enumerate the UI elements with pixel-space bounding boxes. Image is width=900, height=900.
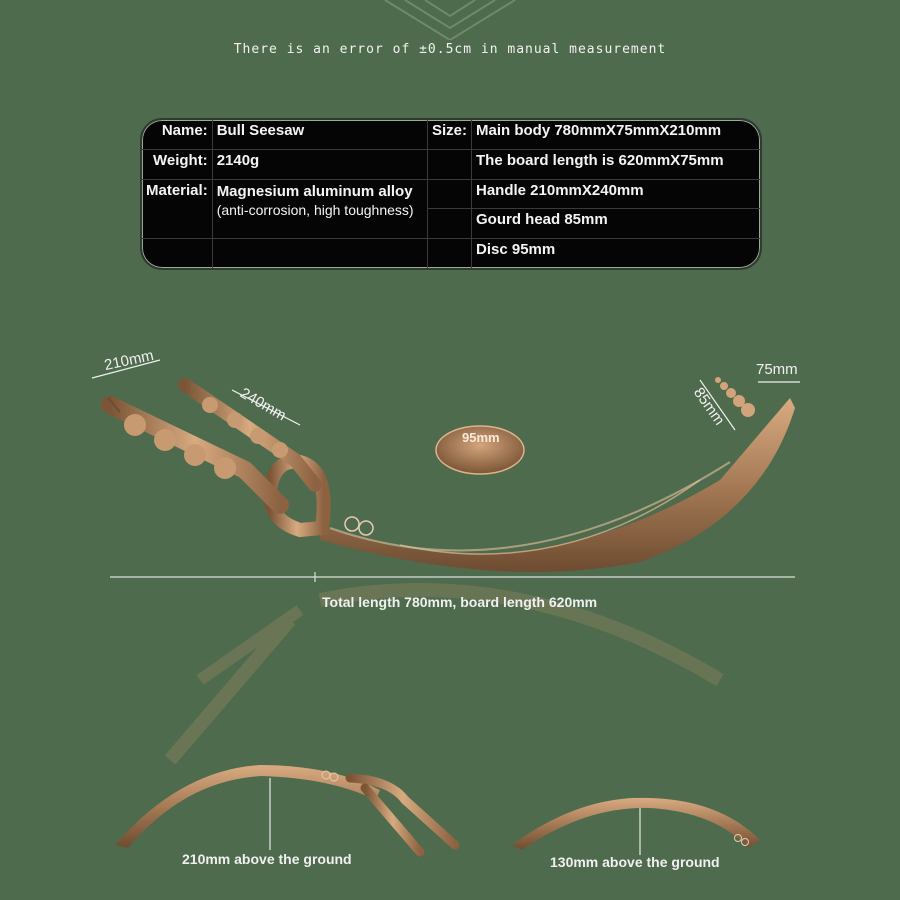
left-ground-clearance-label: 210mm above the ground — [182, 851, 352, 867]
disc-label: 95mm — [462, 430, 500, 445]
name-label: Name: — [142, 120, 213, 150]
weight-value: 2140g — [212, 149, 428, 180]
size-label: Size: — [427, 120, 473, 150]
material-value-line-2: (anti-corrosion, high toughness) — [216, 201, 414, 218]
name-value: Bull Seesaw — [212, 120, 428, 150]
size-line-5: Disc 95mm — [476, 241, 556, 259]
size-line-2: The board length is 620mmX75mm — [471, 149, 760, 180]
board-groove — [399, 479, 701, 555]
brand-logo-icon — [321, 770, 339, 782]
material-value: Magnesium aluminum alloy (anti-corrosion… — [212, 179, 428, 240]
weight-label: Weight: — [142, 149, 213, 180]
seesaw-side-view-right — [512, 797, 760, 855]
brand-logo-icon — [734, 834, 749, 846]
material-value-line-1: Magnesium aluminum alloy — [216, 182, 413, 200]
size-line-3: Handle 210mmX240mm — [471, 179, 760, 210]
chevron-decoration-icon — [384, 0, 516, 40]
seesaw-side-view-left — [115, 765, 460, 857]
material-label: Material: — [142, 179, 213, 240]
right-ground-clearance-label: 130mm above the ground — [550, 854, 720, 870]
spec-table: Name: Bull Seesaw Size: Main body 780mmX… — [140, 118, 762, 270]
handle-right-bar — [178, 378, 322, 492]
board — [320, 398, 795, 573]
measurement-note: There is an error of ±0.5cm in manual me… — [233, 42, 667, 57]
board-width-label: 75mm — [756, 361, 798, 378]
handle-left-bar — [101, 396, 289, 514]
brand-logo-icon — [344, 516, 374, 536]
size-line-1: Main body 780mmX75mmX210mm — [471, 120, 760, 150]
disc — [435, 425, 525, 475]
gourd-head — [715, 377, 755, 417]
reflection — [164, 583, 724, 765]
size-line-4: Gourd head 85mm — [471, 208, 760, 240]
total-length-label: Total length 780mm, board length 620mm — [322, 594, 598, 610]
